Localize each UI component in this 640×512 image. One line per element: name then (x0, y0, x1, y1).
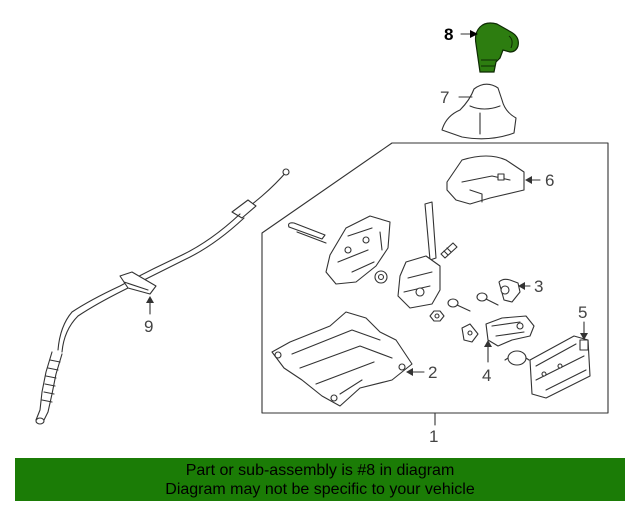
parts-diagram: 8 7 1 6 (35, 22, 609, 446)
part-left-housing[interactable] (325, 215, 391, 285)
arrowhead-6 (525, 176, 532, 184)
callout-8: 8 (444, 25, 453, 44)
part-4-bracket[interactable] (485, 315, 535, 347)
part-cylinder[interactable] (504, 350, 530, 366)
part-2-base-housing[interactable] (271, 311, 413, 407)
callout-7: 7 (440, 88, 449, 107)
part-7-shift-boot[interactable] (441, 83, 517, 140)
callout-9: 9 (144, 317, 153, 336)
part-shift-lever[interactable] (397, 201, 441, 309)
banner-line-2: Diagram may not be specific to your vehi… (165, 481, 475, 498)
callout-2: 2 (428, 363, 437, 382)
arrowhead-4 (484, 340, 492, 347)
part-9-shift-cable[interactable] (35, 168, 290, 425)
callout-5: 5 (578, 303, 587, 322)
part-grommet[interactable] (374, 270, 388, 284)
arrowhead-8 (470, 30, 478, 38)
part-8-shift-knob[interactable] (474, 22, 519, 73)
part-stud[interactable] (440, 242, 458, 259)
part-bolt-2[interactable] (476, 292, 499, 306)
assembly-box (261, 142, 609, 414)
part-3-connector[interactable] (498, 278, 521, 303)
part-bracket[interactable] (288, 222, 327, 244)
callout-3: 3 (534, 277, 543, 296)
arrowhead-2 (406, 368, 413, 376)
part-bolt-1[interactable] (447, 298, 471, 312)
part-clip[interactable] (461, 323, 479, 343)
callout-4: 4 (482, 366, 491, 385)
part-6-cover[interactable] (446, 155, 525, 205)
callout-1: 1 (429, 427, 438, 446)
info-banner: Part or sub-assembly is #8 in diagram Di… (15, 458, 625, 501)
arrowhead-9 (146, 296, 154, 303)
callout-6: 6 (545, 171, 554, 190)
arrowhead-3 (518, 282, 525, 290)
arrowhead-5 (580, 333, 588, 340)
part-nut[interactable] (429, 310, 445, 322)
banner-line-1: Part or sub-assembly is #8 in diagram (185, 462, 455, 479)
part-5-control-module[interactable] (529, 335, 591, 399)
